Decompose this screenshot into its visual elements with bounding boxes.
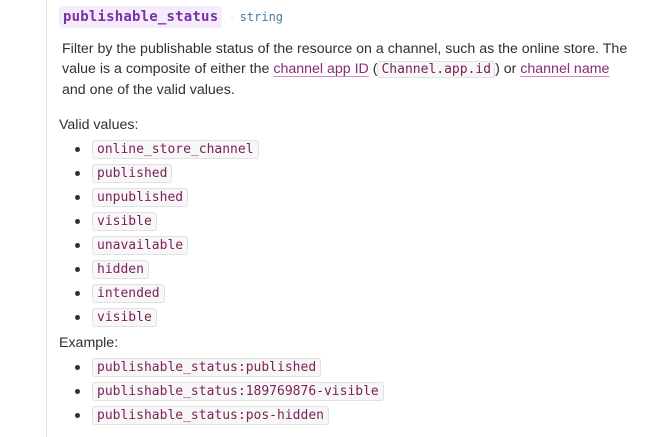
channel-app-id-link[interactable]: channel app ID: [273, 61, 369, 77]
description-text: Filter by the publishable status of the …: [62, 41, 628, 77]
field-header: publishable_status · string: [59, 5, 649, 29]
description-text: and one of the valid values.: [62, 82, 235, 98]
list-item: published: [59, 161, 649, 185]
example-list: publishable_status:published publishable…: [59, 355, 649, 427]
inline-code-channel-app-id: Channel.app.id: [377, 61, 496, 78]
list-item: unpublished: [59, 185, 649, 209]
example-label: Example:: [59, 335, 119, 351]
valid-values-label: Valid values:: [59, 117, 139, 133]
list-item: intended: [59, 281, 649, 305]
description-text: ) or: [495, 61, 521, 77]
example-code: publishable_status:pos-hidden: [92, 406, 329, 425]
field-description: Filter by the publishable status of the …: [62, 39, 632, 100]
valid-value-code: visible: [92, 212, 157, 231]
list-item: publishable_status:published: [59, 355, 649, 379]
valid-value-code: intended: [92, 284, 165, 303]
valid-value-code: unavailable: [92, 236, 189, 255]
list-item: unavailable: [59, 233, 649, 257]
list-item: publishable_status:pos-hidden: [59, 403, 649, 427]
list-item: hidden: [59, 257, 649, 281]
valid-value-code: published: [92, 164, 173, 183]
left-border: [46, 0, 47, 437]
example-code: publishable_status:189769876-visible: [92, 382, 384, 401]
field-separator: ·: [230, 11, 234, 23]
field-name: publishable_status: [59, 6, 223, 28]
valid-values-list: online_store_channel published unpublish…: [59, 137, 649, 329]
list-item: online_store_channel: [59, 137, 649, 161]
list-item: visible: [59, 305, 649, 329]
valid-value-code: online_store_channel: [92, 140, 259, 159]
valid-value-code: hidden: [92, 260, 149, 279]
valid-value-code: visible: [92, 308, 157, 327]
valid-value-code: unpublished: [92, 188, 189, 207]
description-text: (: [368, 61, 378, 77]
field-type: string: [239, 10, 284, 24]
example-code: publishable_status:published: [92, 358, 322, 377]
list-item: visible: [59, 209, 649, 233]
list-item: publishable_status:189769876-visible: [59, 379, 649, 403]
channel-name-link[interactable]: channel name: [520, 61, 610, 77]
field-doc: publishable_status · string Filter by th…: [59, 0, 649, 427]
